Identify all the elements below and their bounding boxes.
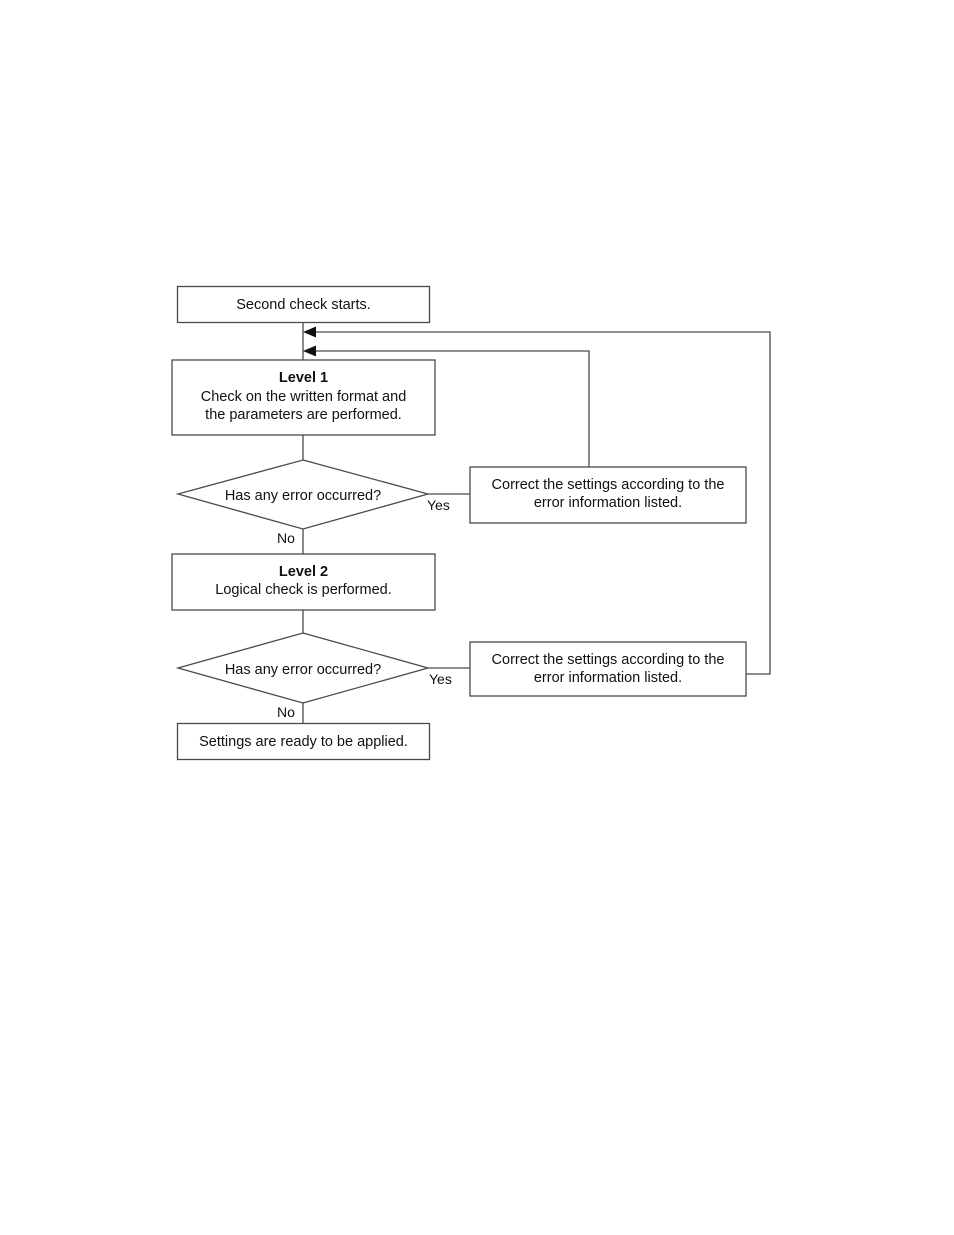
end-node: Settings are ready to be applied. bbox=[176, 722, 431, 761]
level1-line1: Check on the written format and bbox=[201, 389, 407, 405]
decision1-yes-label: Yes bbox=[427, 497, 450, 513]
level1-node: Level 1 Check on the written format and … bbox=[171, 359, 436, 436]
correct1-line1: Correct the settings according to the bbox=[492, 477, 725, 493]
decision1-no-label: No bbox=[277, 530, 295, 546]
level2-line1: Logical check is performed. bbox=[215, 582, 392, 598]
level2-title: Level 2 bbox=[279, 564, 328, 580]
connectors bbox=[302, 323, 771, 723]
arrowhead-loop1 bbox=[303, 345, 316, 357]
decision1-text: Has any error occurred? bbox=[225, 488, 381, 504]
level1-title: Level 1 bbox=[279, 370, 328, 386]
decision2-node: Has any error occurred? bbox=[175, 632, 431, 704]
loop-back-correct2 bbox=[310, 331, 771, 675]
level2-node: Level 2 Logical check is performed. bbox=[171, 553, 436, 611]
decision1-node: Has any error occurred? bbox=[175, 459, 431, 530]
correct1-node: Correct the settings according to the er… bbox=[469, 466, 747, 524]
decision2-text: Has any error occurred? bbox=[225, 662, 381, 678]
loop-back-correct1 bbox=[310, 350, 590, 467]
start-node: Second check starts. bbox=[176, 285, 431, 324]
arrowhead-loop2 bbox=[303, 326, 316, 338]
decision2-yes-label: Yes bbox=[429, 671, 452, 687]
start-text: Second check starts. bbox=[236, 297, 371, 313]
correct2-node: Correct the settings according to the er… bbox=[469, 641, 747, 697]
end-text: Settings are ready to be applied. bbox=[199, 734, 408, 750]
correct2-line2: error information listed. bbox=[534, 670, 682, 686]
level1-line2: the parameters are performed. bbox=[205, 407, 402, 423]
correct2-line1: Correct the settings according to the bbox=[492, 652, 725, 668]
correct1-line2: error information listed. bbox=[534, 495, 682, 511]
decision2-no-label: No bbox=[277, 704, 295, 720]
